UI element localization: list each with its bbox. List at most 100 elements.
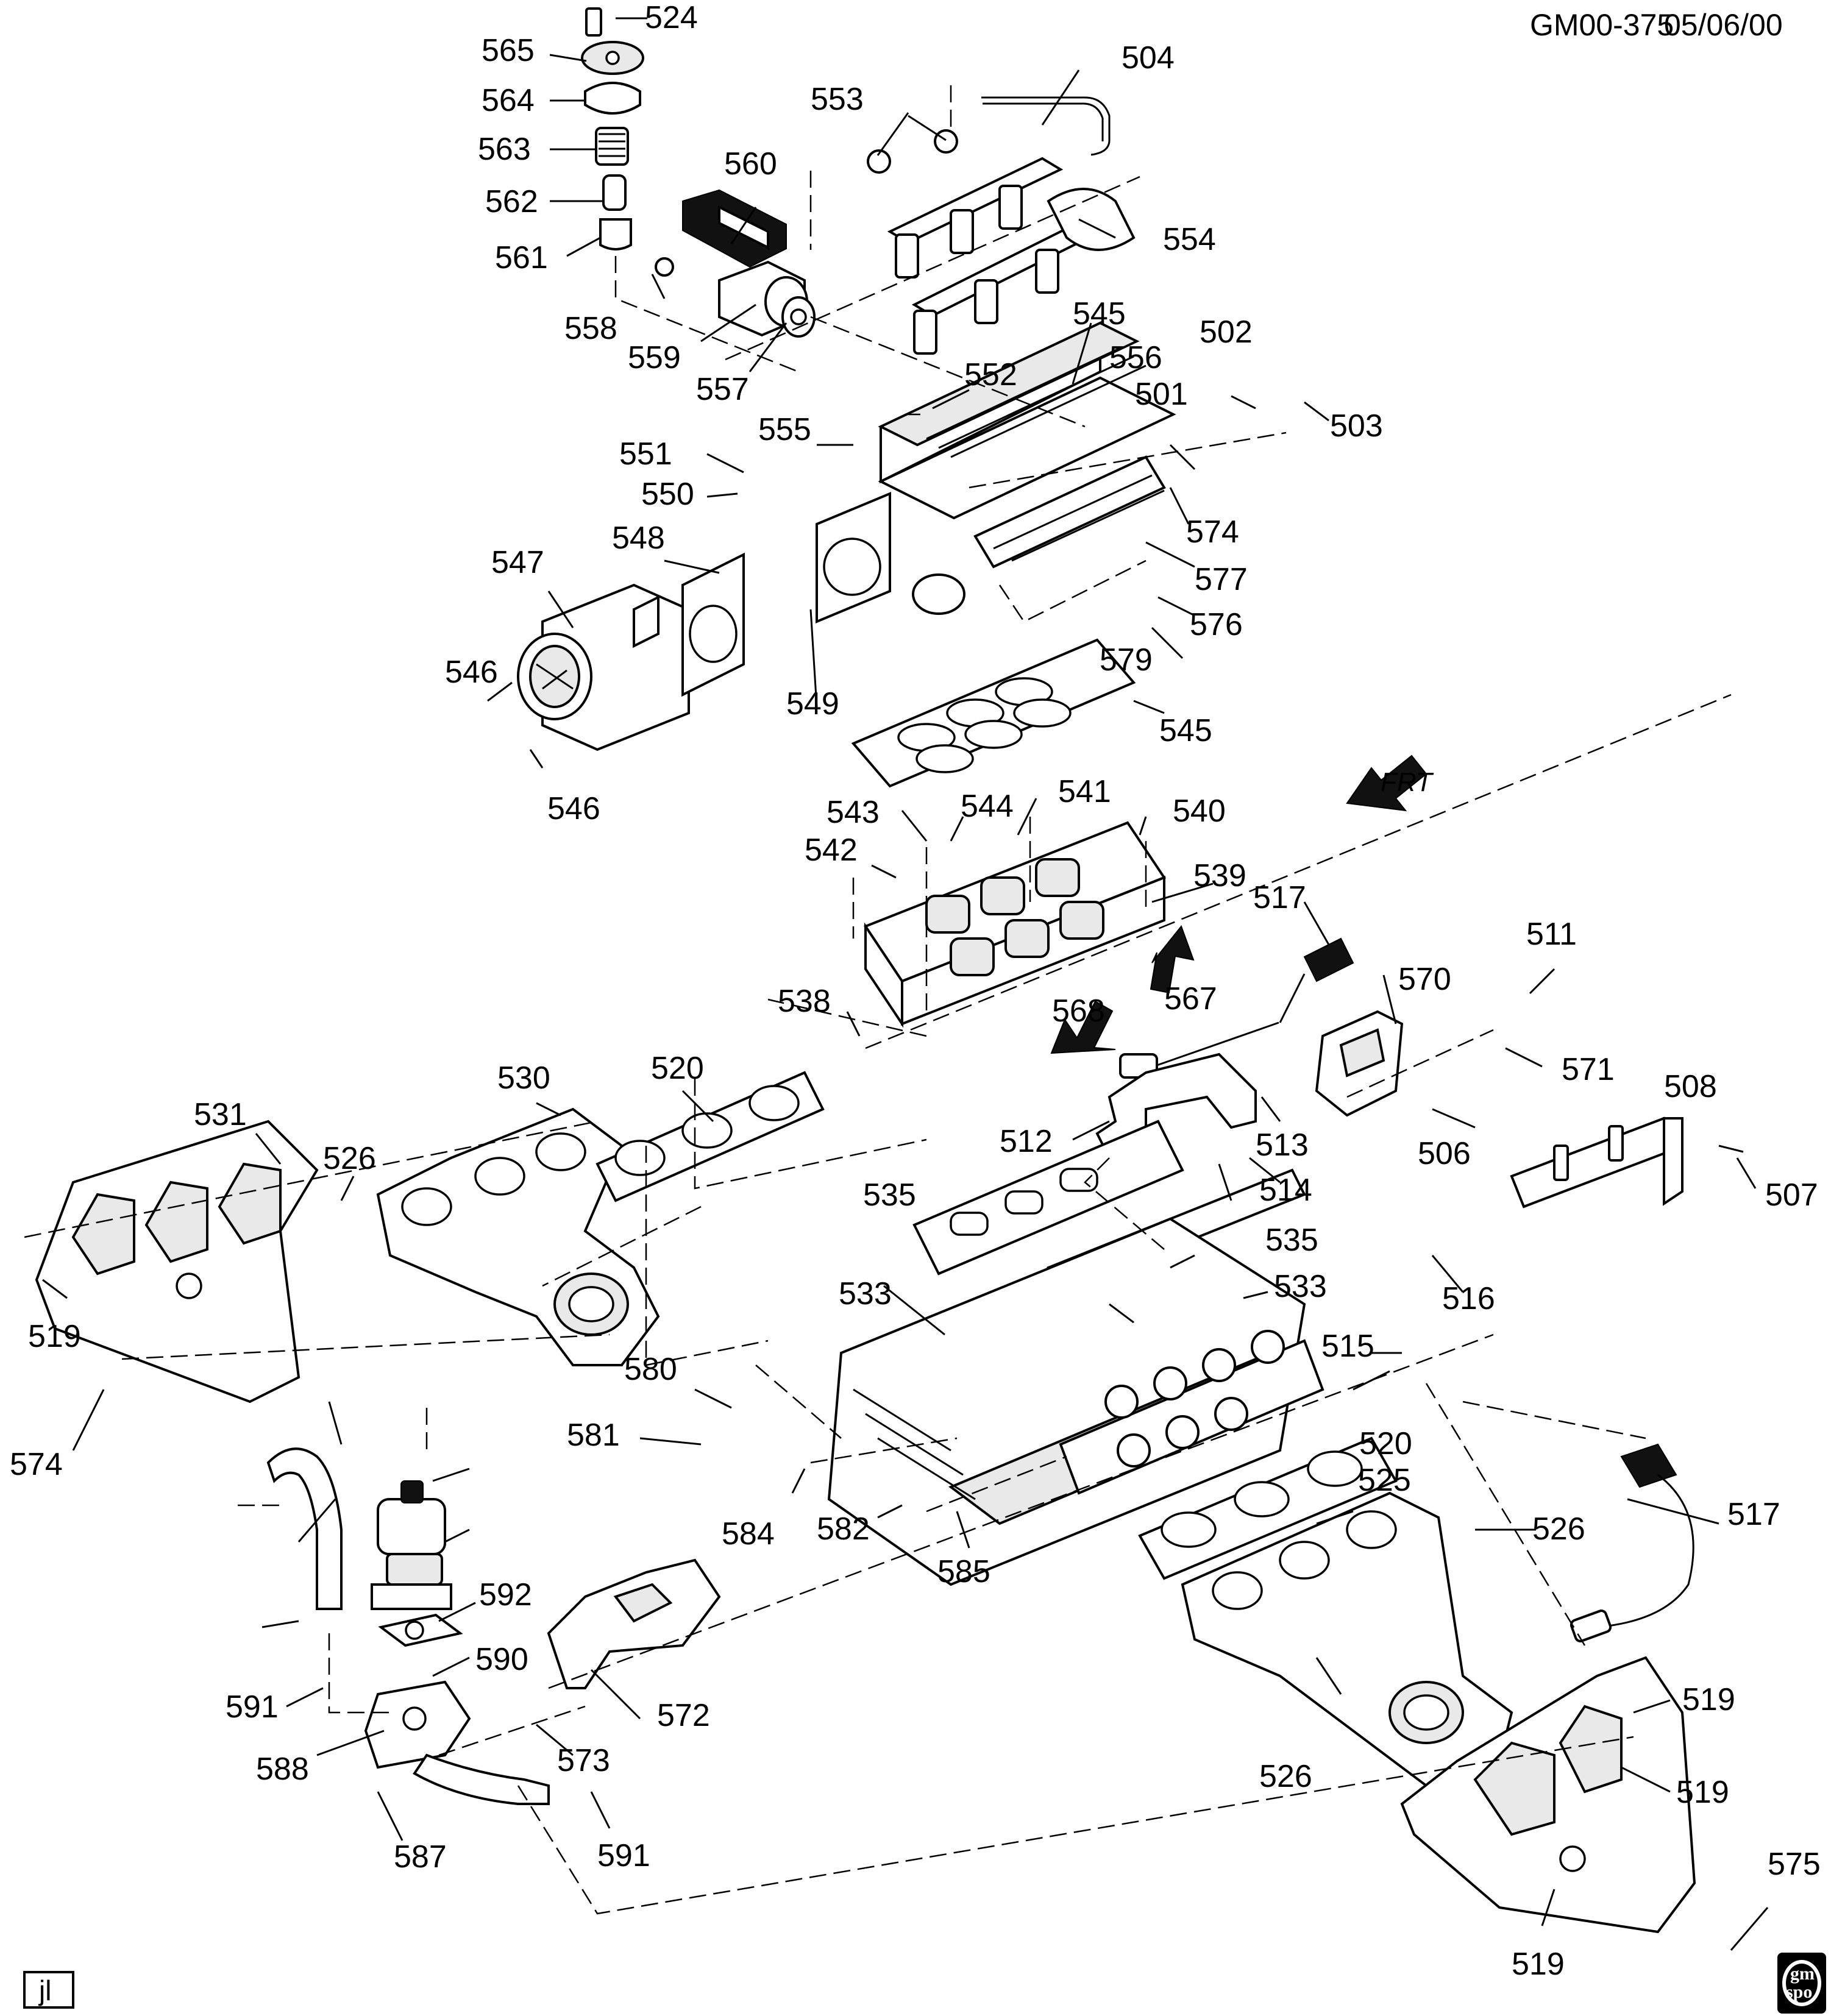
callout-545b: 546 xyxy=(547,791,600,826)
lower-intake-manifold xyxy=(863,821,1167,1028)
callout-568: 570 xyxy=(1398,962,1451,997)
callout-582: 584 xyxy=(722,1516,775,1552)
valley-gasket-535a xyxy=(912,1120,1184,1276)
diagram-date: 05/06/00 xyxy=(1664,8,1783,42)
callout-576: 577 xyxy=(1195,562,1248,597)
callout-562: 563 xyxy=(478,132,531,167)
upper-sensor-stack xyxy=(581,7,644,250)
callout-517b: 517 xyxy=(1727,1497,1780,1532)
gm-spo-logo: gm spo xyxy=(1777,1953,1826,2014)
callout-531: 531 xyxy=(194,1097,247,1132)
exhaust-heat-shield-left xyxy=(35,1120,319,1404)
exhaust-manifold-left xyxy=(376,1107,660,1366)
exhaust-gasket-right xyxy=(1138,1436,1398,1580)
callout-561: 562 xyxy=(485,184,538,219)
callout-565: 524 xyxy=(645,0,698,35)
callout-541: 543 xyxy=(827,795,880,830)
callout-552: 553 xyxy=(811,82,864,117)
engine-block-heads xyxy=(827,1217,1324,1586)
callout-513: 513 xyxy=(1256,1127,1309,1163)
callout-507: 507 xyxy=(1765,1177,1818,1213)
callout-580: 581 xyxy=(567,1418,620,1453)
callout-540: 542 xyxy=(805,832,858,868)
callout-546: 547 xyxy=(491,545,544,580)
upper-intake-plenum xyxy=(816,321,1176,623)
callout-543: 545 xyxy=(1159,713,1212,748)
callout-502: 502 xyxy=(1200,314,1253,350)
callout-533a: 533 xyxy=(839,1276,892,1311)
callout-573: 574 xyxy=(1186,514,1239,550)
fuel-injector-row xyxy=(895,185,1059,355)
callout-585: 587 xyxy=(394,1839,447,1875)
egr-bracket-571 xyxy=(547,1558,721,1689)
egr-valve xyxy=(371,1480,452,1610)
callout-564: 565 xyxy=(482,33,535,68)
callout-508: 508 xyxy=(1664,1069,1717,1104)
callout-559: 560 xyxy=(724,146,777,182)
logo-top-text: gm xyxy=(1790,1964,1815,1984)
logo-bottom-text: spo xyxy=(1786,1982,1812,2002)
front-label: FRT xyxy=(1381,767,1434,797)
diagram-id: GM00-375 xyxy=(1530,8,1674,42)
callout-574a: 574 xyxy=(10,1447,63,1482)
heat-shield-568 xyxy=(1315,1010,1404,1117)
callout-557: 558 xyxy=(564,311,617,346)
callout-535b: 535 xyxy=(1265,1223,1318,1258)
callout-520a: 520 xyxy=(651,1051,704,1086)
callout-587b: 591 xyxy=(226,1689,279,1725)
callout-555: 556 xyxy=(1109,340,1162,375)
callout-538: 540 xyxy=(1173,793,1226,829)
callout-589: 592 xyxy=(479,1577,532,1613)
callout-512: 512 xyxy=(1000,1124,1053,1159)
callout-501: 501 xyxy=(1135,377,1188,412)
callout-587a: 590 xyxy=(475,1642,528,1677)
callout-571: 572 xyxy=(657,1698,710,1733)
callout-575: 576 xyxy=(1190,607,1243,642)
callout-547: 548 xyxy=(612,520,665,556)
callout-519c: 519 xyxy=(1512,1947,1565,1982)
callout-567a: 568 xyxy=(1052,993,1105,1029)
callout-563: 564 xyxy=(482,83,535,118)
callout-542: 544 xyxy=(961,789,1014,824)
callout-539: 541 xyxy=(1058,774,1111,809)
front-direction-indicator: FRT xyxy=(1346,754,1434,812)
leader-lines xyxy=(42,17,1769,1951)
callout-550: 551 xyxy=(619,436,672,472)
callout-548: 549 xyxy=(786,686,839,722)
callout-579: 580 xyxy=(624,1352,677,1387)
egr-pipe xyxy=(266,1447,343,1610)
callout-labels: 524 565 564 563 562 561 560 558 559 557 … xyxy=(10,0,1821,1982)
callout-545a: 546 xyxy=(445,655,498,690)
callout-586: 588 xyxy=(256,1752,309,1787)
callout-533b: 533 xyxy=(1274,1269,1327,1304)
throttle-body-gasket xyxy=(681,552,745,697)
callout-560: 561 xyxy=(495,240,548,275)
callout-519a: 519 xyxy=(28,1319,81,1354)
callout-526b: 526 xyxy=(1532,1511,1585,1547)
callout-526a: 526 xyxy=(323,1141,376,1176)
callout-535a: 535 xyxy=(863,1177,916,1213)
callout-554: 555 xyxy=(758,412,811,447)
callout-537: 539 xyxy=(1193,858,1246,893)
corner-stamp: jl xyxy=(23,1971,74,2009)
rocker-arms xyxy=(1104,1330,1285,1468)
callout-504: 504 xyxy=(1122,40,1175,76)
callout-520b: 520 xyxy=(1359,1426,1412,1461)
exhaust-heat-shield-right xyxy=(1400,1656,1696,1934)
corner-stamp-text: jl xyxy=(38,1975,51,2006)
callout-519b: 519 xyxy=(1682,1682,1735,1717)
callout-574b: 575 xyxy=(1768,1847,1821,1882)
callout-511: 511 xyxy=(1526,917,1577,952)
callout-572: 573 xyxy=(557,1743,610,1778)
callout-549: 550 xyxy=(641,477,694,512)
callout-515: 515 xyxy=(1321,1329,1374,1364)
alignment-guides xyxy=(24,85,1732,1915)
oxygen-sensor-lower xyxy=(1570,1443,1694,1642)
callout-544: 545 xyxy=(1073,296,1126,332)
callout-517a: 517 xyxy=(1253,880,1306,915)
callout-558: 559 xyxy=(628,340,681,375)
callout-514: 514 xyxy=(1259,1173,1312,1208)
callout-588: 591 xyxy=(597,1838,650,1873)
callout-584: 585 xyxy=(937,1554,990,1589)
